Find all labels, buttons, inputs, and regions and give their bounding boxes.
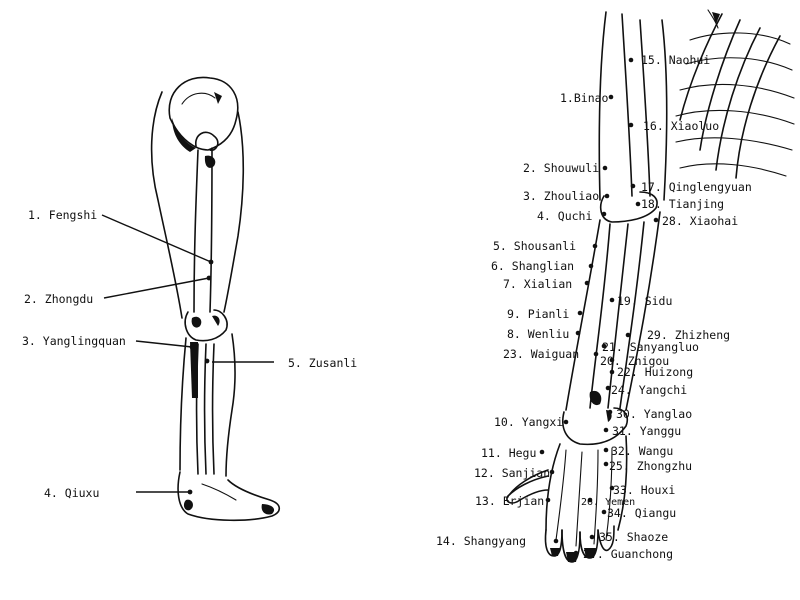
leg-leaders	[102, 215, 274, 494]
arm-yanglao-label: 30. Yanglao	[616, 407, 692, 421]
arm-xialian-label: 7. Xialian	[503, 277, 572, 291]
arm-tianjing-label: 18. Tianjing	[641, 197, 724, 211]
arm-sidu-label: 19. Sidu	[617, 294, 672, 308]
leg-zusanli-label: 5. Zusanli	[288, 356, 357, 370]
arm-yangchi-label: 24. Yangchi	[611, 383, 687, 397]
arm-shaoze-label: 35. Shaoze	[599, 530, 668, 544]
arm-shangyang-label: 14. Shangyang	[436, 534, 526, 548]
arm-xiaohai-label: 28. Xiaohai	[662, 214, 738, 228]
arm-wenliu-label: 8. Wenliu	[507, 327, 569, 341]
arm-shouwuli-label: 2. Shouwuli	[523, 161, 599, 175]
leg-illustration	[152, 77, 280, 520]
arm-labels: 15. Naohui 1.Binao 16. Xiaoluo 2. Shouwu…	[436, 53, 752, 561]
arm-sanyangluo-label: 21. Sanyangluo	[602, 340, 699, 354]
arm-shousanli-label: 5. Shousanli	[493, 239, 576, 253]
leg-zhongdu-label: 2. Zhongdu	[24, 292, 93, 306]
arm-yangxi-label: 10. Yangxi	[494, 415, 563, 429]
arm-naohui-label: 15. Naohui	[641, 53, 710, 67]
leg-fengshi-label: 1. Fengshi	[28, 208, 97, 222]
arm-pianli-label: 9. Pianli	[507, 307, 569, 321]
leg-yanglingquan-label: 3. Yanglingquan	[22, 334, 126, 348]
leg-labels: 1. Fengshi 2. Zhongdu 3. Yanglingquan 4.…	[22, 208, 357, 500]
arm-shanglian-label: 6. Shanglian	[491, 259, 574, 273]
arm-huizong-label: 22. Huizong	[617, 365, 693, 379]
arm-qinglengyuan-label: 17. Qinglengyuan	[641, 180, 752, 194]
arm-quchi-label: 4. Quchi	[537, 209, 592, 223]
arm-sanjian-label: 12. Sanjian	[474, 466, 550, 480]
arm-erjian-label: 13. Erjian	[475, 494, 544, 508]
arm-wangu-label: 32. Wangu	[611, 444, 673, 458]
arm-waiguan-label: 23. Waiguan	[503, 347, 579, 361]
arm-xiaoluo-label: 16. Xiaoluo	[643, 119, 719, 133]
leg-qiuxu-label: 4. Qiuxu	[44, 486, 99, 500]
arm-houxi-label: 33. Houxi	[613, 483, 675, 497]
arm-hegu-label: 11. Hegu	[481, 446, 536, 460]
arm-binao-label: 1.Binao	[560, 91, 609, 105]
arm-zhongzhu-label: 25. Zhongzhu	[609, 459, 692, 473]
arm-zhouliao-label: 3. Zhouliao	[523, 189, 599, 203]
arm-yanggu-label: 31. Yanggu	[612, 424, 681, 438]
arm-qiangu-label: 34. Qiangu	[607, 506, 676, 520]
arm-guanchong-label: 27. Guanchong	[583, 547, 673, 561]
